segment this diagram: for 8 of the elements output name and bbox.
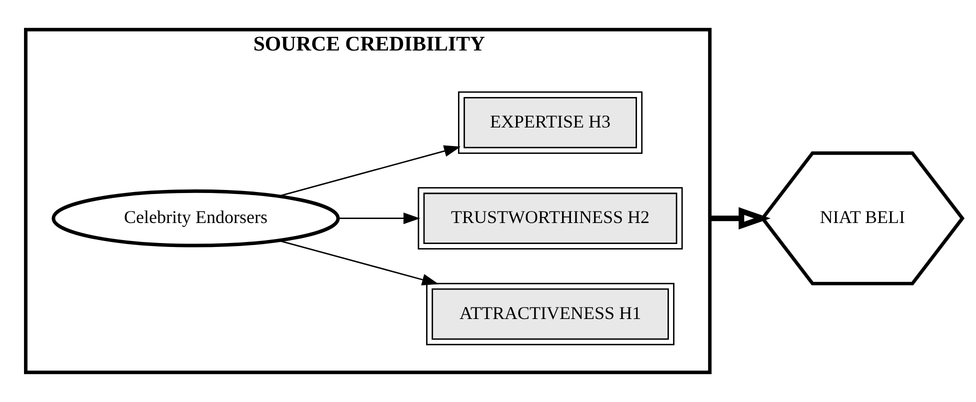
arrow — [278, 240, 438, 286]
node-ellipse: Celebrity Endorsers — [51, 189, 340, 248]
arrow — [278, 145, 460, 197]
node-box: TRUSTWORTHINESS H2 — [417, 187, 682, 250]
node-box: EXPERTISE H3 — [458, 91, 642, 154]
node-box: ATTRACTIVENESS H1 — [426, 282, 674, 346]
arrow — [709, 207, 770, 230]
arrow — [338, 212, 420, 224]
